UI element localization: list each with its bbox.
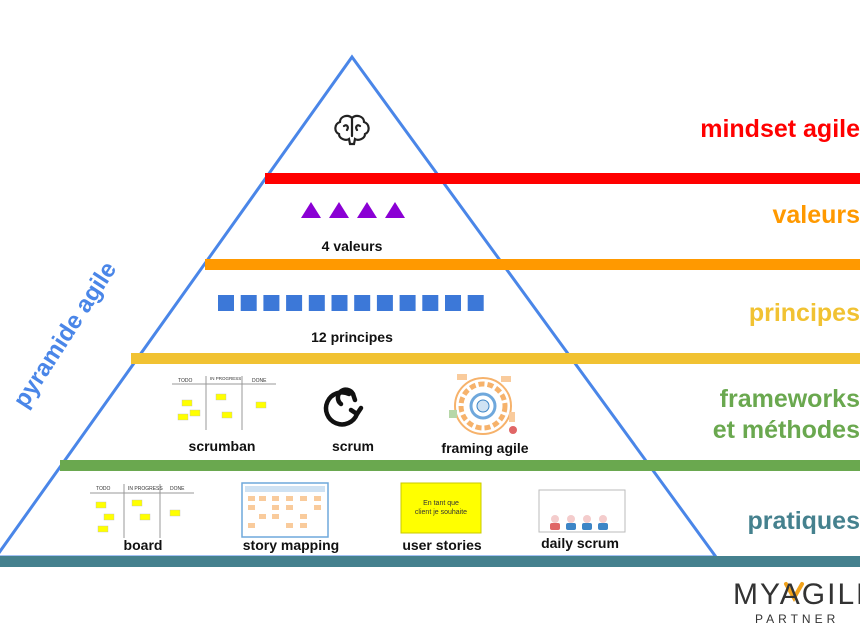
scrumban-col-progress: IN PROGRESS	[210, 376, 241, 381]
principle-square	[286, 295, 303, 311]
framework-caption-framing-agile: framing agile	[441, 440, 529, 456]
bar-valeurs	[205, 259, 860, 270]
principle-square	[331, 295, 348, 311]
principles-squares	[218, 295, 484, 311]
framework-caption-scrum: scrum	[331, 438, 375, 454]
value-triangle	[357, 202, 377, 218]
daily-scrum-thumbnail	[538, 489, 626, 533]
bar-frameworks	[60, 460, 860, 471]
practice-caption-user-stories: user stories	[402, 537, 482, 553]
value-triangle	[385, 202, 405, 218]
principle-square	[308, 295, 325, 311]
board-col-todo: TODO	[96, 486, 110, 492]
board-thumbnail: TODO IN PROGRESS DONE	[88, 480, 196, 538]
story-mapping-thumbnail	[241, 482, 329, 538]
principle-square	[218, 295, 234, 311]
principle-square	[354, 295, 371, 311]
board-col-progress: IN PROGRESS	[128, 486, 163, 492]
principle-square	[240, 295, 257, 311]
layer-label-frameworks: frameworks et méthodes	[712, 385, 860, 444]
brain-icon	[334, 114, 370, 146]
framework-caption-scrumban: scrumban	[188, 438, 256, 454]
practice-caption-daily-scrum: daily scrum	[541, 535, 619, 551]
framing-agile-thumbnail	[449, 374, 517, 435]
layer-label-principes: principes	[748, 299, 860, 327]
principles-caption: 12 principes	[311, 329, 393, 345]
values-caption: 4 valeurs	[321, 238, 383, 254]
principle-square	[422, 295, 439, 311]
scrumban-board-thumbnail: TODO IN PROGRESS DONE	[170, 372, 278, 430]
principle-square	[376, 295, 393, 311]
values-triangles	[301, 202, 405, 218]
principle-square	[445, 295, 461, 311]
value-triangle	[301, 202, 321, 218]
scrumban-col-todo: TODO	[178, 378, 192, 384]
logo-mark	[784, 582, 804, 603]
principle-square	[399, 295, 416, 311]
layer-label-valeurs: valeurs	[772, 201, 860, 229]
value-triangle	[329, 202, 349, 218]
logo-sub-text: PARTNER	[755, 612, 840, 626]
bar-mindset	[265, 173, 860, 184]
practice-caption-story-mapping: story mapping	[242, 537, 340, 553]
person-icon	[550, 515, 608, 530]
board-col-done: DONE	[170, 486, 185, 492]
practice-caption-board: board	[123, 537, 163, 553]
bar-pratiques	[0, 556, 860, 567]
myagile-logo: MYAGILE PARTNER	[733, 578, 860, 628]
principle-square	[263, 295, 280, 311]
scrumban-col-done: DONE	[252, 378, 267, 384]
layer-label-mindset: mindset agile	[700, 115, 860, 143]
logo-main-text: MYAGILE	[733, 578, 860, 611]
principle-square	[467, 295, 484, 311]
bar-principes	[131, 353, 860, 364]
scrum-cycle-icon	[323, 387, 364, 427]
layer-label-pratiques: pratiques	[747, 507, 860, 535]
